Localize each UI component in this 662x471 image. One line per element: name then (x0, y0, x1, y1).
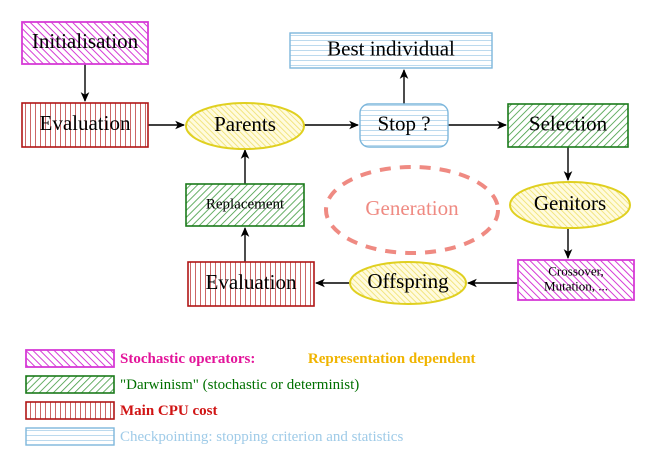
node-evaluation-top: Evaluation (21, 102, 149, 148)
legend-swatch-checkpoint (25, 427, 115, 446)
legend-item-stochastic: Stochastic operators: Representation depe… (25, 349, 476, 368)
node-selection: Selection (507, 103, 629, 148)
node-label-replacement: Replacement (206, 196, 285, 212)
node-shape-crossover-mutation (517, 259, 635, 301)
legend-label-darwinism: "Darwinism" (stochastic or determinist) (120, 377, 359, 393)
legend-item-checkpoint: Checkpointing: stopping criterion and st… (25, 427, 403, 446)
node-initialisation: Initialisation (21, 21, 149, 65)
node-shape-generation (324, 165, 500, 255)
node-label-initialisation: Initialisation (32, 29, 139, 53)
node-label-crossover-mutation: Crossover,Mutation, ... (544, 263, 608, 293)
node-shape-parents (185, 102, 305, 150)
legend-item-darwinism: "Darwinism" (stochastic or determinist) (25, 375, 359, 394)
node-crossover-mutation: Crossover,Mutation, ... (517, 259, 635, 301)
node-label-selection: Selection (529, 111, 608, 135)
node-shape-best-individual (289, 32, 493, 69)
node-shape-stop (359, 103, 449, 148)
node-best-individual: Best individual (289, 32, 493, 69)
node-genitors: Genitors (509, 181, 631, 229)
legend-label-stochastic: Stochastic operators: (120, 351, 255, 367)
node-parents: Parents (185, 102, 305, 150)
node-label-offspring: Offspring (367, 269, 449, 293)
node-evaluation-bottom: Evaluation (187, 261, 315, 307)
edges-layer (80, 64, 573, 288)
node-label-parents: Parents (214, 112, 276, 136)
node-label-evaluation-top: Evaluation (40, 111, 131, 135)
node-shape-selection (507, 103, 629, 148)
node-shape-offspring (349, 261, 467, 305)
legend-swatch-cpu (25, 401, 115, 420)
legend-swatch-darwinism (25, 375, 115, 394)
legend-layer: Stochastic operators: Representation depe… (25, 349, 476, 446)
node-stop: Stop ? (359, 103, 449, 148)
node-shape-initialisation (21, 21, 149, 65)
node-shape-evaluation-bottom (187, 261, 315, 307)
node-label-stop: Stop ? (377, 111, 430, 135)
node-label-generation: Generation (365, 196, 459, 220)
node-label-genitors: Genitors (534, 191, 606, 215)
node-generation: Generation (324, 165, 500, 255)
node-shape-replacement (185, 183, 305, 227)
legend-label-extra-stochastic: Representation dependent (308, 351, 476, 367)
legend-label-cpu: Main CPU cost (120, 403, 218, 419)
node-shape-genitors (509, 181, 631, 229)
legend-label-checkpoint: Checkpointing: stopping criterion and st… (120, 429, 403, 445)
node-offspring: Offspring (349, 261, 467, 305)
legend-item-cpu: Main CPU cost (25, 401, 218, 420)
node-label-evaluation-bottom: Evaluation (206, 270, 297, 294)
legend-swatch-stochastic (25, 349, 115, 368)
node-replacement: Replacement (185, 183, 305, 227)
node-label-best-individual: Best individual (327, 36, 455, 60)
node-shape-evaluation-top (21, 102, 149, 148)
